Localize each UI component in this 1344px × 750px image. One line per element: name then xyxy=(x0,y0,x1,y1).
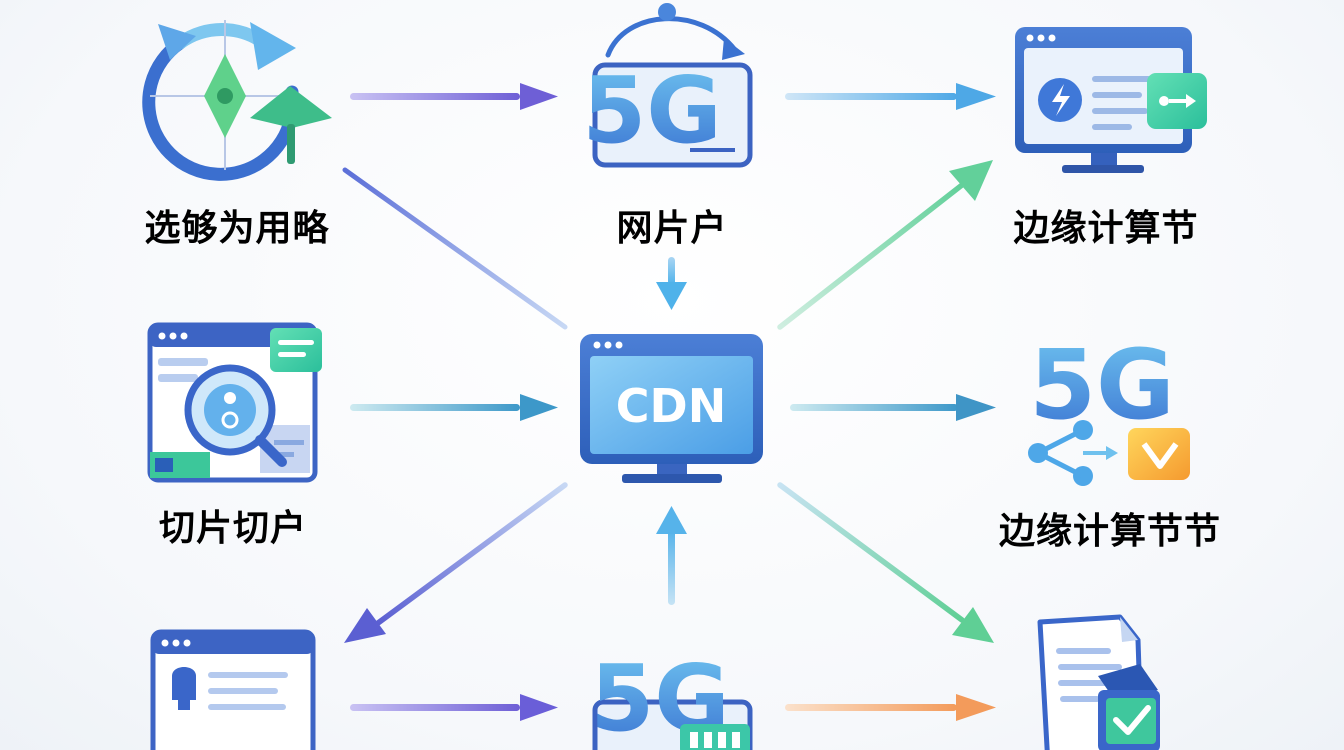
arrows xyxy=(342,83,996,721)
cdn-label: CDN xyxy=(616,379,726,433)
arrow-middle-left-to-center xyxy=(350,394,558,421)
label-top-middle: 网片户 xyxy=(616,208,727,249)
five-g-right-text: 5G xyxy=(1029,329,1175,441)
arrow-center-to-bottom-right xyxy=(777,482,994,643)
5g-chip-icon: 5G xyxy=(590,645,753,750)
browser-window-icon xyxy=(150,629,316,750)
arrow-bottom-left-to-bottom-middle xyxy=(350,694,558,721)
5g-share-icon: 5G xyxy=(1028,329,1190,486)
label-top-left: 选够为用略 xyxy=(144,208,329,249)
arrow-center-to-top-right xyxy=(777,160,993,330)
cdn-monitor-icon[interactable]: CDN xyxy=(580,334,763,483)
label-middle-right: 边缘计算节节 xyxy=(999,511,1221,552)
document-check-icon xyxy=(1037,614,1160,750)
slice-search-window-icon xyxy=(147,322,322,483)
arrow-top-middle-to-center xyxy=(656,257,687,310)
arrow-center-to-bottom-left xyxy=(344,482,568,643)
arrow-top-middle-to-top-right xyxy=(785,83,996,110)
arrow-center-to-middle-right xyxy=(790,394,996,421)
label-top-right: 边缘计算节 xyxy=(1013,208,1198,249)
label-middle-left: 切片切户 xyxy=(159,508,307,549)
five-g-top-text: 5G xyxy=(582,57,722,164)
arrow-bottom-middle-to-center xyxy=(656,506,687,605)
arrow-bottom-middle-to-bottom-right xyxy=(785,694,996,721)
arrow-top-left-to-top-middle xyxy=(350,83,558,110)
line-top-left-to-center xyxy=(342,167,568,330)
edge-server-monitor-icon xyxy=(1015,27,1207,173)
5g-network-icon: 5G xyxy=(582,3,753,168)
target-strategy-icon xyxy=(142,20,332,181)
